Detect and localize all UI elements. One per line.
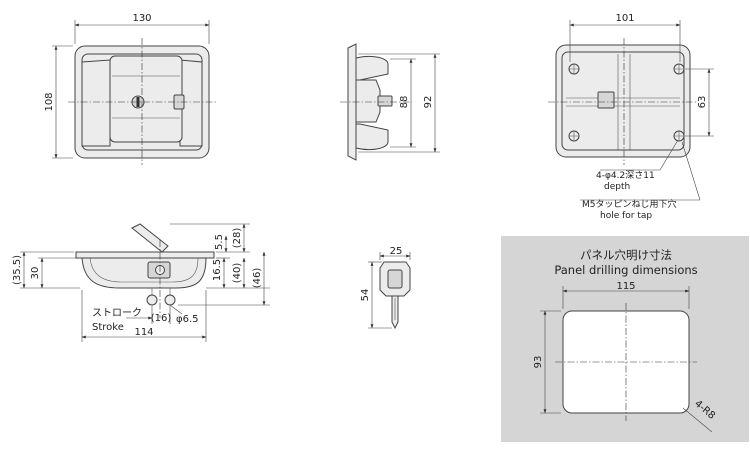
rear-box	[561, 51, 685, 151]
dim-40: (40)	[232, 263, 243, 284]
tap-note-line2: hole for tap	[600, 211, 652, 221]
stroke-label-en: Stroke	[92, 322, 124, 333]
raised-handle	[131, 223, 169, 253]
panel-drilling-section: パネル穴明け寸法 Panel drilling dimensions 115 9…	[501, 236, 749, 442]
dim-16: (16)	[151, 313, 172, 324]
section-body	[81, 257, 207, 289]
panel-title-en: Panel drilling dimensions	[554, 263, 697, 277]
cam-pin-right	[164, 294, 176, 306]
rear-lock-block	[597, 91, 615, 109]
side-trigger	[377, 95, 393, 107]
section-flange	[75, 251, 215, 259]
panel-title-ja: パネル穴明け寸法	[580, 248, 672, 262]
side-inner-height-dim: 88	[399, 96, 410, 109]
tap-note-line1: M5タッピンねじ用下穴	[582, 198, 677, 210]
key-bow-grip	[387, 269, 403, 289]
key-width-dim: 25	[390, 246, 403, 257]
dim-114: 114	[134, 327, 153, 338]
dim-16-5: 16.5	[212, 259, 223, 281]
dim-35-5: (35.5)	[12, 255, 23, 285]
dim-46: (46)	[252, 268, 263, 289]
front-height-dim: 108	[44, 92, 55, 111]
hole-note-line1: 4-φ4.2深さ11	[596, 170, 655, 181]
side-lower-lip	[355, 123, 389, 151]
left-recess	[81, 59, 111, 147]
dim-30: 30	[30, 267, 41, 280]
rear-view: 101 63 4-φ4.2深さ11 depth M5タッピンねじ用下穴 hole…	[548, 13, 714, 221]
side-mid-body	[355, 79, 381, 123]
handle-plate	[109, 55, 183, 143]
hole-note-line2: depth	[604, 182, 630, 192]
dim-5-5: 5.5	[214, 234, 225, 250]
panel-height-dim: 93	[533, 356, 544, 369]
section-view: (35.5) 30 5.5 (28) 16.5 (40) (46) ストローク …	[12, 223, 270, 342]
side-view: 88 92	[340, 43, 440, 161]
key-height-dim: 54	[360, 289, 371, 302]
front-view: 130 108	[44, 13, 216, 165]
stroke-label-ja: ストローク	[92, 307, 142, 319]
cam-pin-left	[146, 294, 158, 306]
panel-width-dim: 115	[616, 281, 635, 292]
front-width-dim: 130	[132, 13, 151, 24]
rear-width-dim: 101	[615, 13, 634, 24]
mounting-hole-icon	[568, 63, 685, 142]
side-outer-height-dim: 92	[423, 96, 434, 109]
dim-28: (28)	[232, 228, 243, 249]
hole-pitch-dim: 63	[697, 96, 708, 109]
key-view: 25 54	[360, 246, 411, 330]
side-flange	[347, 43, 357, 161]
side-upper-lip	[355, 55, 389, 81]
dim-phi-6-5: φ6.5	[176, 314, 199, 325]
keyhole-icon	[136, 97, 140, 107]
